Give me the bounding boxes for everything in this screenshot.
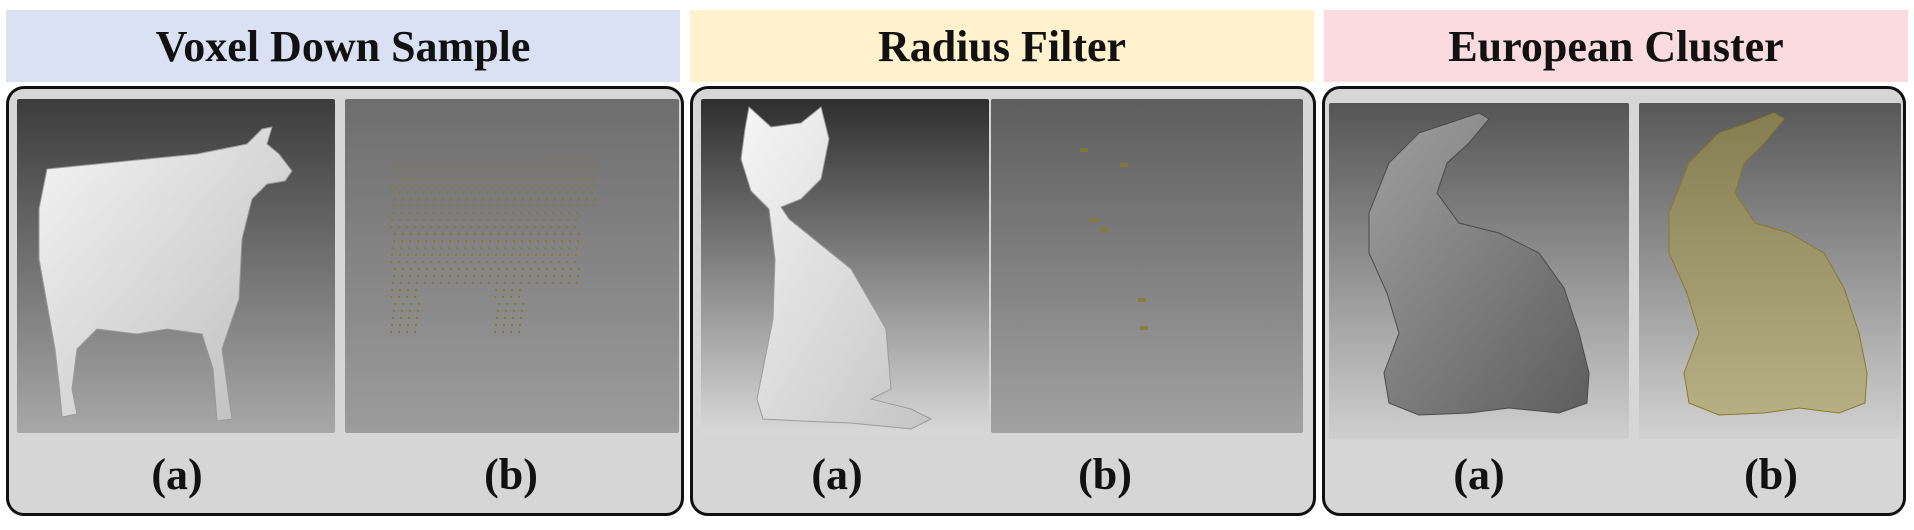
cat-mesh-shape [740,106,933,430]
view-cow-mesh [17,99,335,433]
view-cat-points [991,99,1303,433]
section-header-voxel: Voxel Down Sample [6,10,680,82]
section-title: Radius Filter [877,21,1127,71]
cat-points-fragments [1080,148,1148,330]
panel-european-cluster: (a) (b) [1322,86,1906,516]
section-header-cluster: European Cluster [1324,10,1908,82]
label-a: (a) [811,449,863,499]
label-b: (b) [1744,449,1798,499]
view-cow-points [345,99,679,433]
bunny-mesh-shape [1368,112,1590,416]
section-title: Voxel Down Sample [155,21,531,71]
label-a: (a) [151,449,203,499]
label-b: (b) [484,449,538,499]
cow-points-shape [389,155,597,334]
section-title: European Cluster [1448,21,1784,71]
panel-voxel-down-sample: (a) (b) [6,86,684,516]
view-bunny-points [1639,103,1901,439]
section-header-radius: Radius Filter [690,10,1314,82]
view-bunny-mesh [1329,103,1629,439]
cow-mesh-shape [38,126,293,422]
view-cat-mesh [701,99,989,433]
bunny-points-shape [1668,112,1868,416]
label-a: (a) [1453,449,1505,499]
panel-radius-filter: (a) (b) [690,86,1316,516]
label-b: (b) [1078,449,1132,499]
